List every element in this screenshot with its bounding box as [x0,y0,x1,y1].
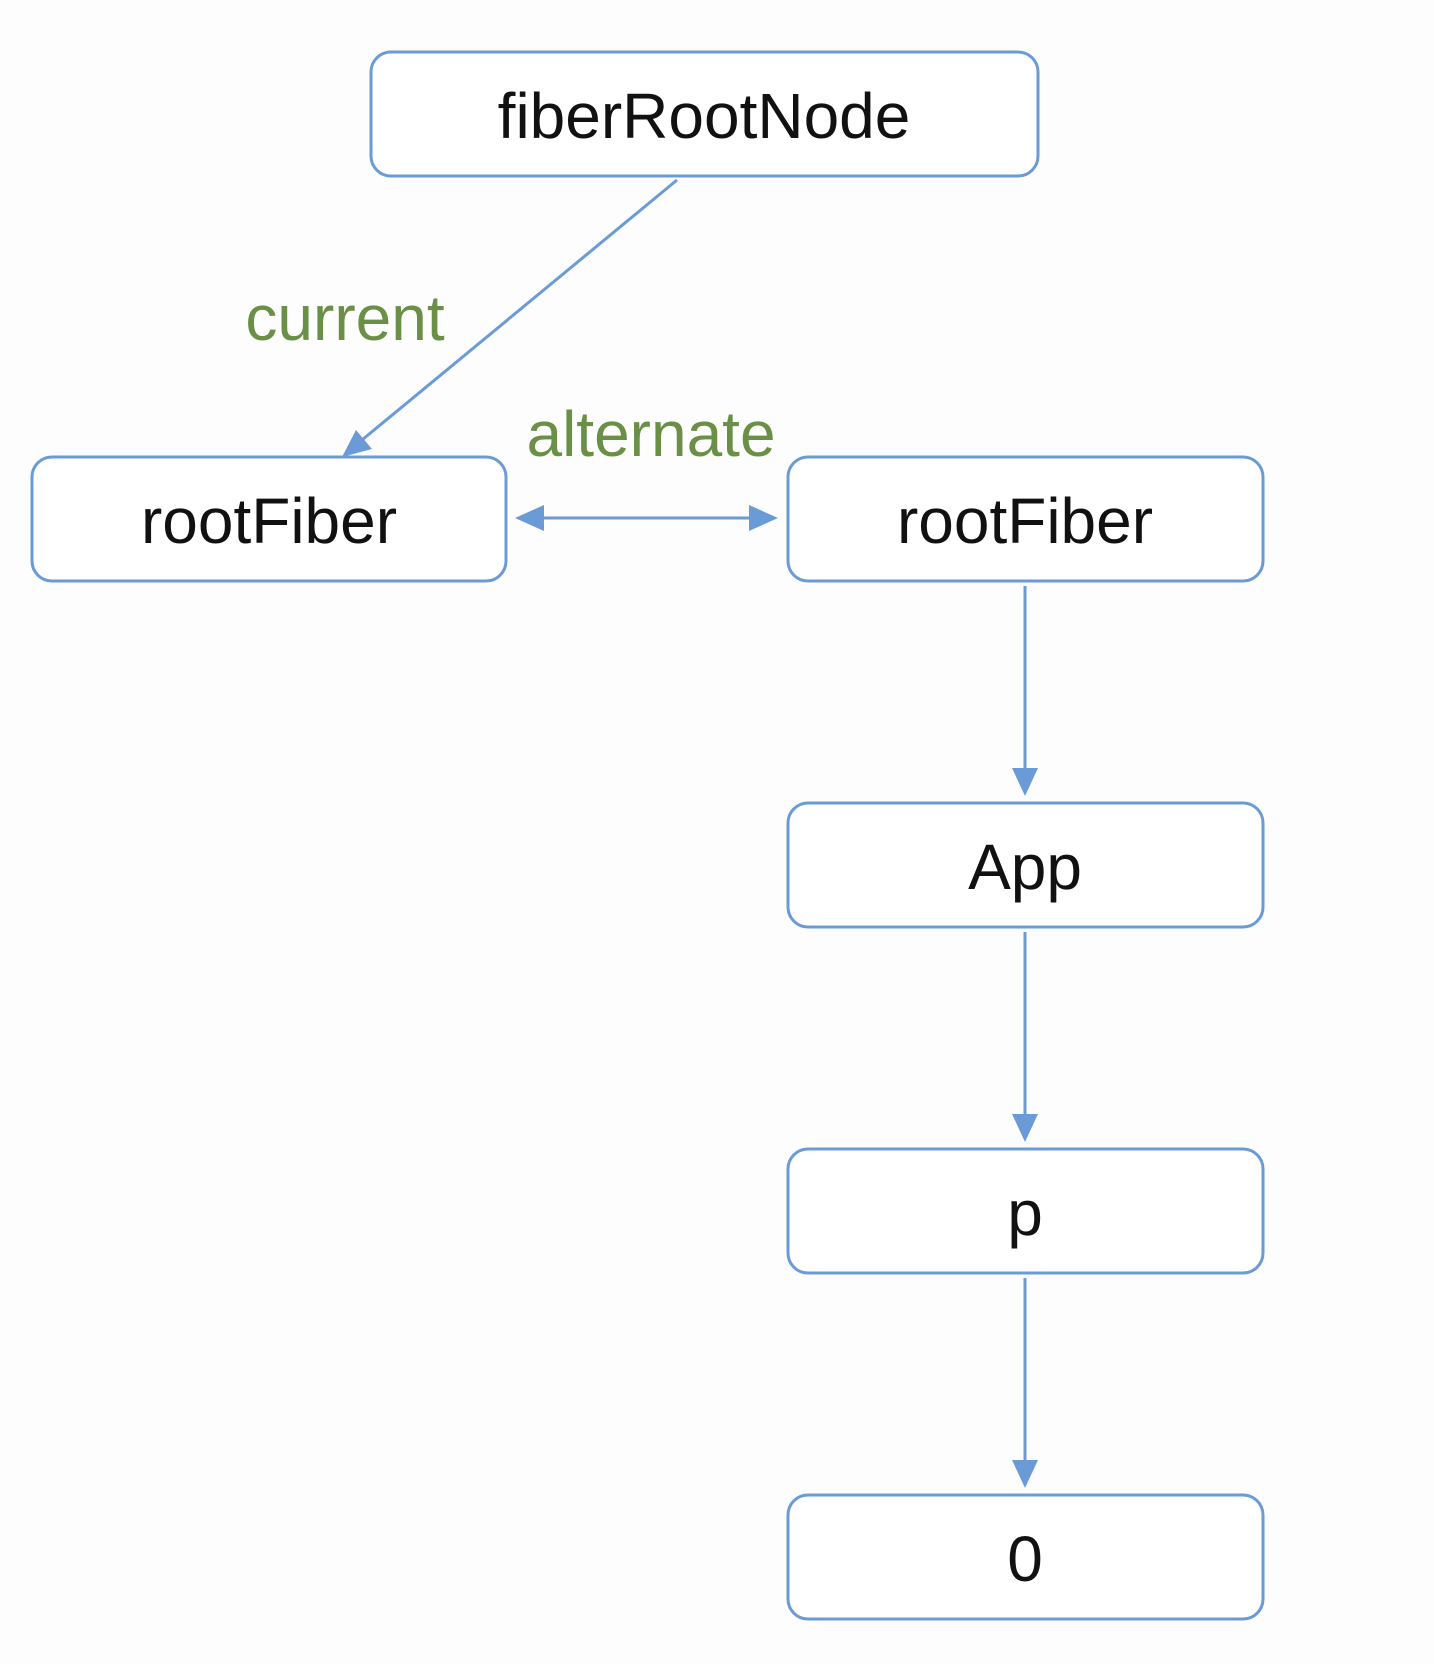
node-p-label: p [1007,1177,1043,1249]
node-root-fiber-current-box [30,455,508,583]
edge-app-to-p-arrowhead [1012,1114,1038,1142]
edge-p-to-zero [1012,1278,1038,1488]
node-app: App [786,801,1265,929]
edge-alternate-arrowhead-right [749,505,778,531]
node-fiber-root-node-box [369,50,1040,178]
edge-alternate-arrowhead-left [515,505,544,531]
node-p: p [786,1147,1265,1275]
node-text-zero-box [786,1493,1265,1621]
node-root-fiber-current: rootFiber [30,455,508,583]
node-app-box [786,801,1265,929]
node-root-fiber-wip: rootFiber [786,455,1265,583]
edge-rootfiber-to-app-arrowhead [1012,768,1038,796]
node-root-fiber-wip-box [786,455,1265,583]
edge-current-line [361,178,678,442]
edge-rootfiber-to-app [1012,586,1038,796]
edge-current [342,178,678,457]
node-fiber-root-node-label: fiberRootNode [498,80,911,152]
edge-alternate [515,505,778,531]
edge-label-current: current [245,282,444,354]
node-root-fiber-current-label: rootFiber [141,485,397,557]
node-text-zero-label: 0 [1007,1523,1043,1595]
edge-p-to-zero-arrowhead [1012,1460,1038,1488]
edge-label-alternate: alternate [526,398,775,470]
node-fiber-root-node: fiberRootNode [369,50,1040,178]
edge-app-to-p [1012,932,1038,1142]
node-root-fiber-wip-label: rootFiber [897,485,1153,557]
node-text-zero: 0 [786,1493,1265,1621]
node-p-box [786,1147,1265,1275]
edge-current-arrowhead [342,430,372,457]
node-app-label: App [968,831,1082,903]
